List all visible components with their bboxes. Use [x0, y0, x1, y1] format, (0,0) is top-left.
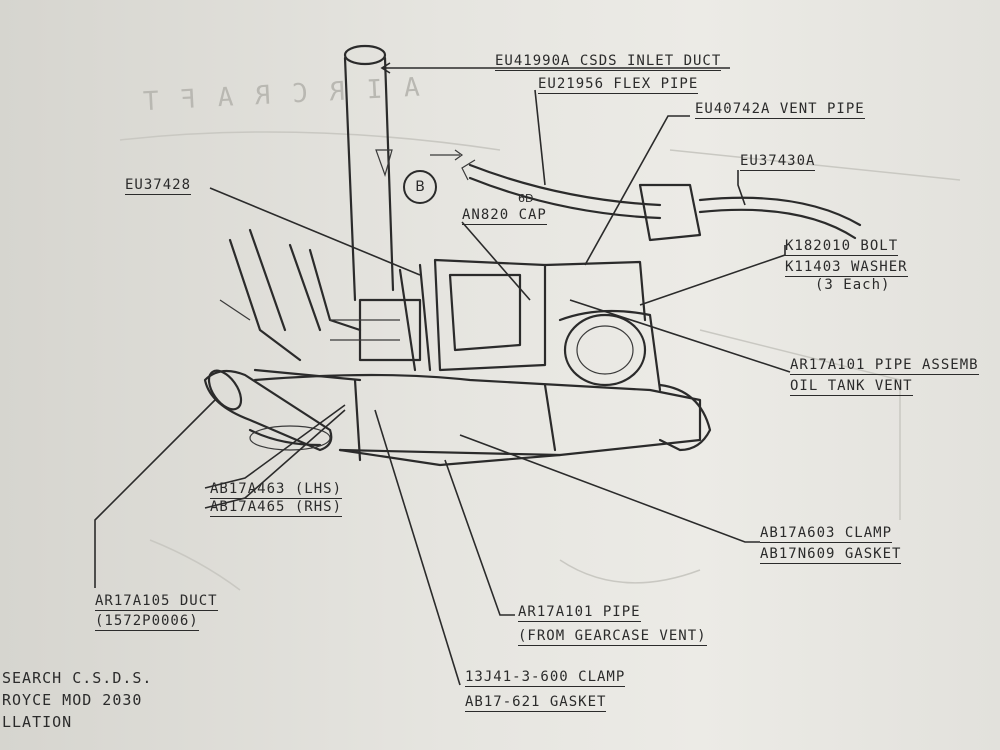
footer-line-2: ROYCE MOD 2030 — [2, 691, 143, 709]
label-oil-tank-vent: OIL TANK VENT — [790, 378, 913, 396]
label-eu37430a: EU37430A — [740, 153, 816, 171]
label-ab17a603: AB17A603 CLAMP — [760, 525, 893, 543]
label-eu37428: EU37428 — [125, 177, 192, 195]
label-ab17n609: AB17N609 GASKET — [760, 546, 902, 564]
label-bolt: K182010 BOLT — [785, 238, 899, 256]
label-pipe: AR17A101 PIPE — [518, 604, 641, 622]
leader-lines — [94, 62, 791, 686]
label-washer: K11403 WASHER — [785, 259, 908, 277]
bleed-through-lines — [119, 131, 961, 591]
label-ab17a465: AB17A465 (RHS) — [210, 499, 343, 517]
label-gasket: AB17-621 GASKET — [465, 694, 607, 712]
footer-line-1: SEARCH C.S.D.S. — [2, 669, 153, 687]
label-clamp: 13J41-3-600 CLAMP — [465, 669, 626, 687]
label-each: (3 Each) — [815, 277, 891, 293]
label-vent-pipe: EU40742A VENT PIPE — [695, 101, 865, 119]
frame-structure-drawing — [219, 228, 362, 362]
inlet-duct-drawing — [343, 44, 395, 302]
label-duct-number: (1572P0006) — [95, 613, 199, 631]
label-an820-cap: AN820 CAP — [462, 207, 547, 225]
label-duct: AR17A105 DUCT — [95, 593, 218, 611]
label-flex-pipe: EU21956 FLEX PIPE — [538, 76, 699, 94]
callout-6d: 6D — [518, 192, 534, 205]
flex-pipe-drawing — [430, 149, 862, 242]
label-pipe-assembly: AR17A101 PIPE ASSEMB — [790, 357, 979, 375]
label-gearcase-vent: (FROM GEARCASE VENT) — [518, 628, 707, 646]
label-inlet-duct: EU41990A CSDS INLET DUCT — [495, 53, 722, 71]
label-ab17a463: AB17A463 (LHS) — [210, 481, 343, 499]
callout-b: B — [403, 170, 437, 204]
lower-duct-drawing — [203, 368, 712, 462]
footer-line-3: LLATION — [2, 713, 73, 731]
